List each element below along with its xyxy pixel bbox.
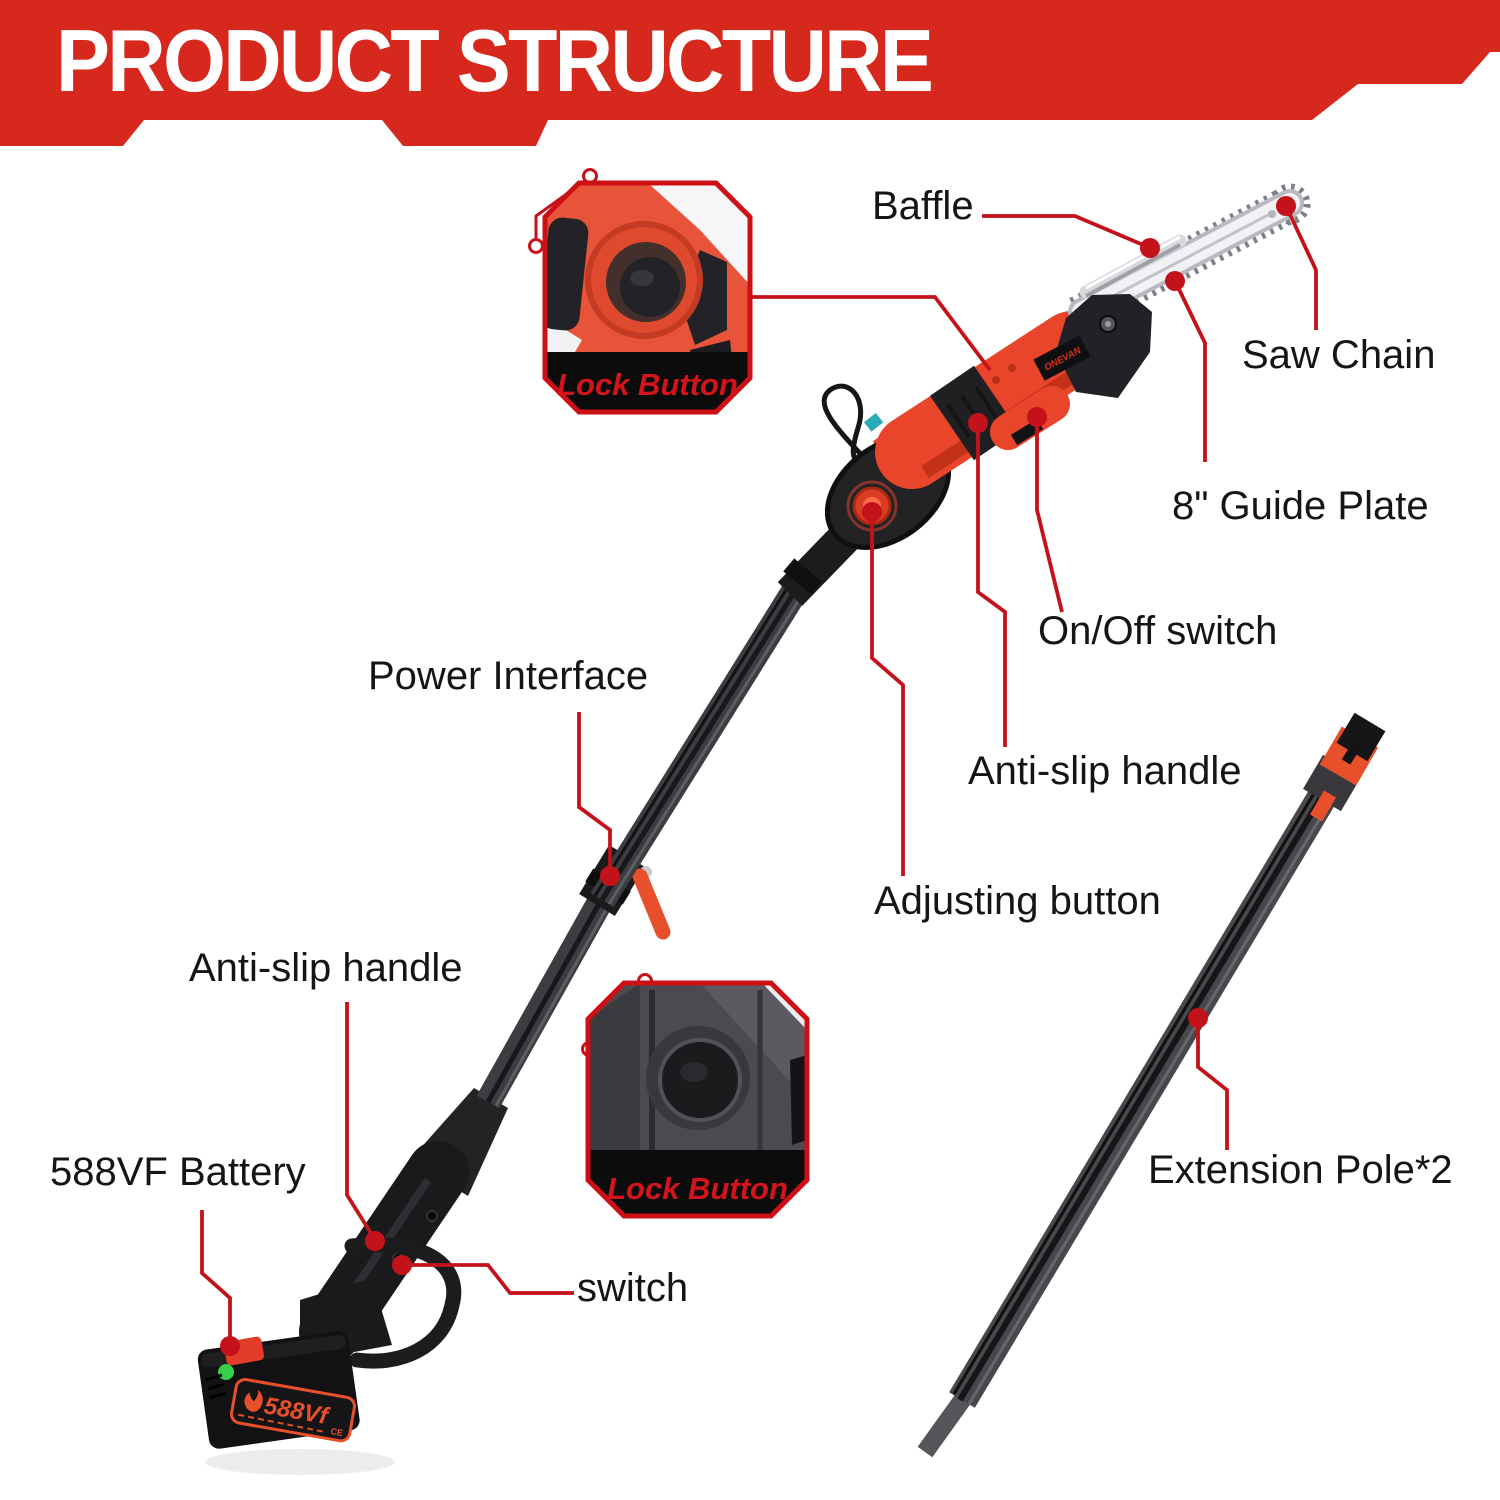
leader-power [577, 712, 612, 872]
label-switch: switch [577, 1266, 689, 1310]
dot-baffle [1140, 238, 1160, 258]
dot-saw-chain [1276, 196, 1296, 216]
bar-hole [1268, 210, 1276, 218]
clamp-lever [632, 868, 671, 940]
leader-lines [200, 205, 1318, 1342]
flame-icon [244, 1389, 263, 1412]
label-lock-button-1: Lock Button [557, 367, 738, 402]
leader-extension [1196, 1022, 1229, 1150]
clutch-cover [1056, 294, 1152, 398]
leader-guide-plate [1173, 280, 1207, 462]
leader-lock-button-1 [750, 295, 992, 372]
callout-2-banner [588, 1150, 807, 1216]
extension-pole [917, 712, 1386, 1458]
page-title: PRODUCT STRUCTURE [56, 11, 934, 110]
extension-pole-connector [1303, 712, 1386, 822]
leader-dots [220, 196, 1296, 1356]
label-lock-button-2: Lock Button [607, 1171, 788, 1206]
saw-head: ONEVAN [1033, 183, 1311, 398]
dot-antislip-lower [365, 1231, 385, 1251]
label-anti-slip-handle-upper: Anti-slip handle [968, 749, 1242, 793]
label-anti-slip-handle-lower: Anti-slip handle [189, 946, 463, 990]
leader-baffle [982, 214, 1149, 249]
label-battery: 588VF Battery [50, 1150, 306, 1194]
bar-slot [1099, 212, 1271, 305]
lock-button-callout-2 [581, 973, 810, 1219]
dot-switch [392, 1255, 412, 1275]
baffle-guard [1079, 234, 1187, 299]
leader-switch [404, 1263, 574, 1295]
pole-saw: 588Vf CE [197, 183, 1311, 1475]
battery-led [218, 1364, 234, 1380]
dot-power [600, 866, 620, 886]
callout-1-photo [545, 183, 750, 412]
label-saw-chain: Saw Chain [1242, 333, 1436, 377]
leader-antislip-upper [976, 423, 1007, 747]
strap [821, 383, 872, 470]
header-banner-ribbon [0, 0, 1500, 146]
dot-adjusting [862, 502, 882, 522]
strap-clip [864, 412, 884, 432]
chain-tip [1269, 183, 1311, 225]
dot-guide-plate [1165, 271, 1185, 291]
label-extension-pole: Extension Pole*2 [1148, 1148, 1453, 1192]
leader-antislip-lower [345, 1002, 376, 1240]
callout-1-border [542, 180, 753, 415]
leader-saw-chain [1284, 205, 1318, 330]
leader-battery [200, 1210, 232, 1342]
lock-button-side-pad [545, 217, 589, 331]
label-baffle: Baffle [872, 184, 974, 228]
handle-and-battery: 588Vf CE [197, 1088, 508, 1449]
battery-shadow [205, 1449, 395, 1475]
lower-pole [476, 895, 612, 1109]
callout-2-photo [588, 983, 807, 1216]
battery-cert-text: CE [330, 1426, 344, 1438]
label-guide-plate: 8" Guide Plate [1172, 484, 1429, 528]
battery-label: 588Vf CE [230, 1378, 356, 1443]
callout-2-border [585, 980, 810, 1219]
mid-pole [590, 578, 810, 908]
label-adjusting-button: Adjusting button [874, 879, 1161, 923]
dot-antislip-upper [968, 413, 988, 433]
dot-extension [1188, 1008, 1208, 1028]
dot-onoff [1027, 407, 1047, 427]
leader-onoff [1035, 417, 1064, 613]
label-power-interface: Power Interface [368, 654, 649, 698]
callout-1-banner [545, 352, 750, 412]
lock-button-callout-1 [528, 168, 753, 415]
dot-battery [220, 1336, 240, 1356]
lock-button-photo-button [620, 257, 680, 317]
loop-handle [344, 1237, 462, 1369]
leader-adjusting [870, 512, 905, 876]
label-on-off-switch: On/Off switch [1038, 609, 1278, 653]
